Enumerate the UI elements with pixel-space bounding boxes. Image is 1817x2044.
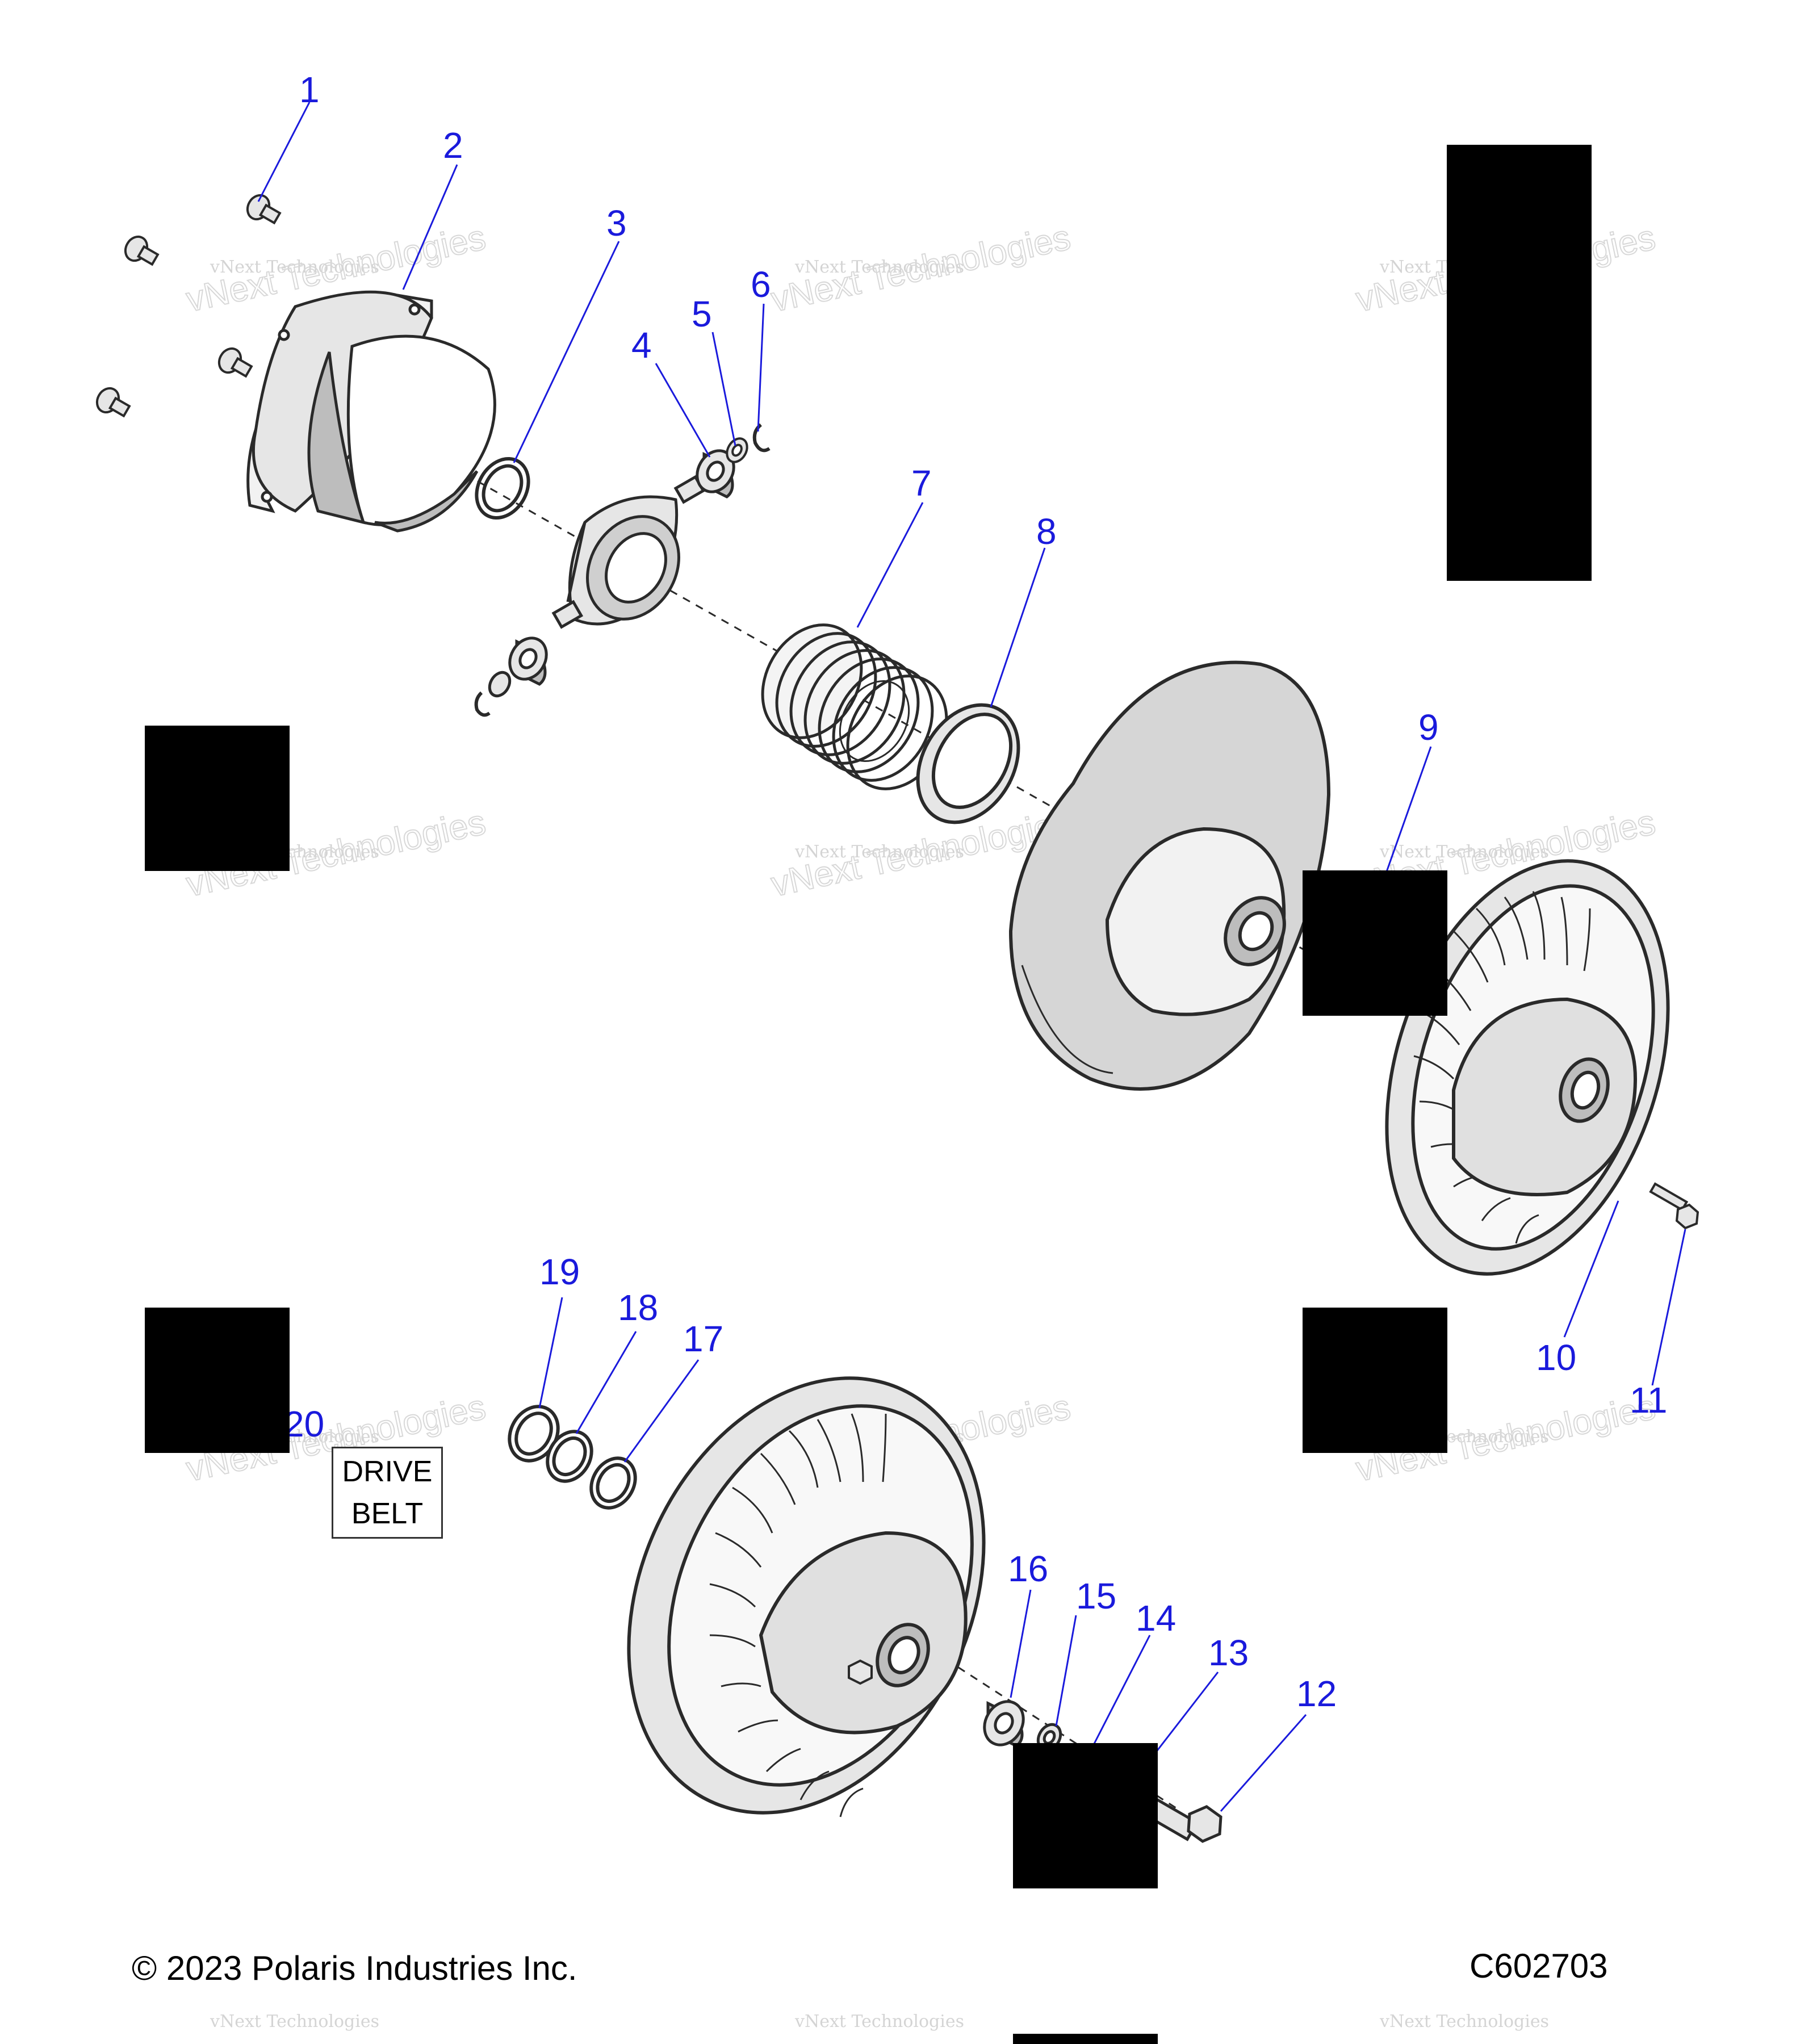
callout-9: 9 [1418, 707, 1439, 748]
redaction-block [1447, 145, 1592, 581]
callout-3: 3 [606, 203, 627, 244]
driven-sheave-lower [627, 1376, 986, 1817]
part-19-ring [508, 1405, 560, 1463]
drive-belt-label: DRIVE BELT [332, 1447, 443, 1539]
bushing-set-lower [474, 636, 548, 717]
callout-13: 13 [1208, 1632, 1249, 1673]
callout-1: 1 [299, 69, 320, 110]
redaction-block [1303, 870, 1447, 1016]
drive-belt-label-line2: BELT [351, 1497, 424, 1530]
callout-4: 4 [631, 325, 652, 366]
callout-5: 5 [692, 294, 712, 334]
watermark-text: vNext Technologies [1379, 842, 1549, 862]
callout-19: 19 [539, 1251, 580, 1292]
callout-18: 18 [618, 1287, 658, 1328]
part-3-snap-ring [475, 456, 530, 520]
watermark-text: vNext Technologies [210, 257, 379, 277]
moveable-sheave [1008, 660, 1331, 1091]
part-16-spacer [983, 1700, 1025, 1748]
redaction-block [1013, 1743, 1158, 1888]
callout-16: 16 [1008, 1548, 1048, 1589]
callout-6: 6 [751, 264, 771, 305]
watermark-text: vNext Technologies [794, 2012, 964, 2032]
callout-17: 17 [683, 1318, 723, 1359]
callout-7: 7 [911, 463, 932, 504]
redaction-block [145, 1308, 290, 1453]
part-7-spring [761, 623, 948, 790]
leader-lines [257, 102, 1686, 1812]
redaction-block [1303, 1308, 1447, 1453]
callout-labels: 1 2 3 4 5 6 7 8 9 10 11 12 13 14 15 16 1… [284, 69, 1667, 1714]
watermark-text: vNext Technologies [1379, 2012, 1549, 2032]
part-2-cover [246, 290, 496, 533]
callout-2: 2 [443, 125, 463, 166]
part-6-clip [752, 423, 771, 453]
watermark-text: vNext Technologies [794, 842, 964, 862]
diagram-code: C602703 [1469, 1947, 1608, 1985]
callout-14: 14 [1136, 1598, 1176, 1639]
part-1-screws [95, 194, 282, 418]
callout-20: 20 [284, 1404, 324, 1444]
clutch-hub [551, 475, 706, 629]
drive-belt-label-line1: DRIVE [342, 1455, 433, 1488]
watermark-text: vNext Technologies [794, 257, 964, 277]
copyright-text: © 2023 Polaris Industries Inc. [132, 1949, 577, 1987]
part-9-fixed-sheave [1385, 859, 1670, 1276]
part-17-ring [589, 1456, 637, 1510]
watermark-text: vNext Technologies [210, 2012, 379, 2032]
callout-15: 15 [1076, 1576, 1116, 1616]
callout-10: 10 [1536, 1337, 1576, 1378]
redaction-block [1013, 2034, 1158, 2044]
callout-12: 12 [1296, 1673, 1337, 1714]
part-10-pin [1649, 1182, 1689, 1212]
redaction-block [145, 726, 290, 871]
callout-8: 8 [1036, 511, 1057, 552]
callout-11: 11 [1630, 1380, 1667, 1421]
part-8-ring [916, 703, 1020, 824]
part-5-washer [726, 437, 748, 463]
part-18-ring [546, 1430, 593, 1483]
part-11-nut [1675, 1203, 1699, 1230]
